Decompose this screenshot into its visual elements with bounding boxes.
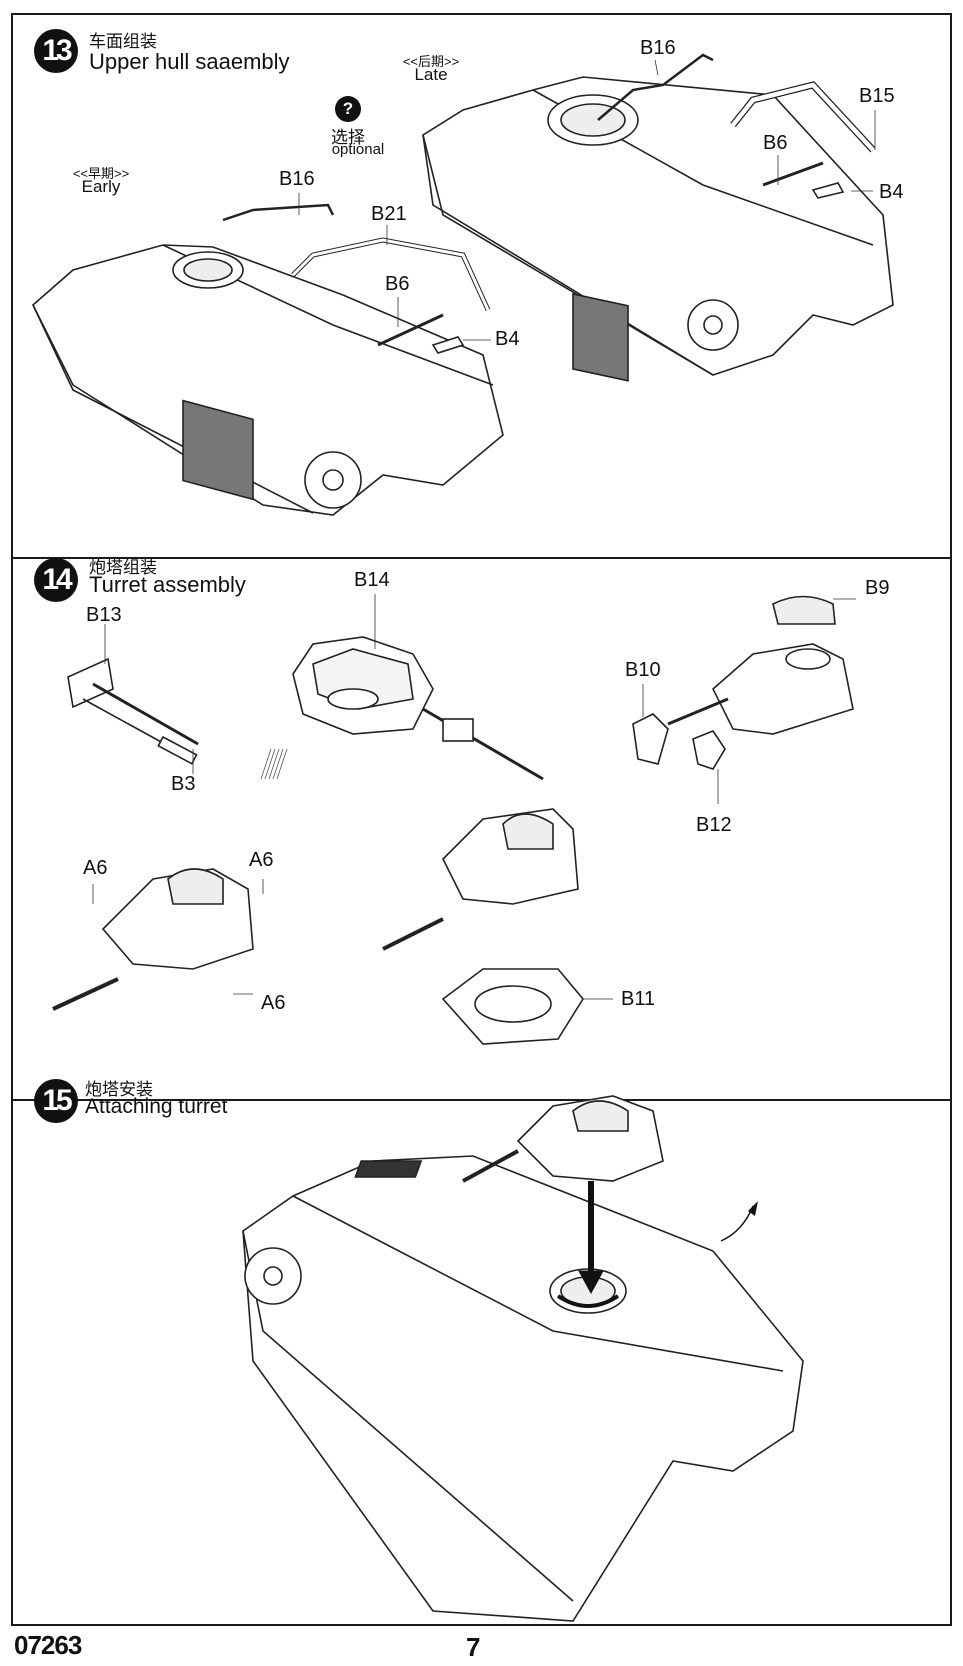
step-title-en: Attaching turret: [85, 1095, 228, 1118]
step-number-badge: 14: [34, 558, 78, 602]
part-label: B4: [495, 328, 520, 350]
part-label: B15: [859, 85, 895, 107]
part-label: B4: [879, 181, 904, 203]
step-15-panel: 15 炮塔安装 Attaching turret: [11, 1079, 952, 1626]
part-label: B9: [865, 577, 890, 599]
kit-code: 07263: [14, 1630, 82, 1660]
step-13-panel: 13 车面组装 Upper hull saaembly <<早期>> Early…: [11, 13, 952, 559]
step-number-badge: 13: [34, 29, 78, 73]
full-tank-drawing: [242, 1095, 804, 1622]
step-14-panel: 14 炮塔组装 Turret assembly B13 B3 B14 B9 B1…: [11, 557, 952, 1101]
part-label: B10: [625, 659, 661, 681]
part-label: A6: [249, 849, 274, 871]
turret-assembly-illustration: [52, 594, 856, 1045]
page-number: 7: [466, 1632, 481, 1662]
step-number-badge: 15: [34, 1079, 78, 1123]
leader-lines: [92, 594, 856, 1000]
turret-b11-drawing: [382, 808, 584, 1045]
rotate-arrow: [556, 1294, 620, 1308]
attaching-turret-illustration: [242, 1095, 804, 1622]
part-label: B6: [385, 273, 410, 295]
variant-early-en: Early: [81, 177, 121, 196]
late-tank-drawing: [422, 53, 894, 382]
part-label: B11: [621, 988, 656, 1010]
variant-early-cn: <<早期>>: [72, 166, 130, 181]
turret-a6-drawing: [52, 868, 254, 1011]
part-label: B13: [86, 604, 122, 626]
drop-arrow: [578, 1181, 604, 1295]
part-label: A6: [261, 992, 286, 1014]
hatch-marks: [260, 748, 288, 780]
part-label: B16: [279, 168, 315, 190]
step-title-en: Turret assembly: [89, 572, 246, 597]
step-title-en: Upper hull saaembly: [89, 49, 290, 74]
step-title-cn: 车面组装: [89, 32, 157, 51]
part-label: B21: [371, 203, 407, 225]
variant-late-cn: <<后期>>: [402, 54, 460, 69]
part-label: B14: [354, 569, 390, 591]
optional-label-cn: 选择: [331, 128, 365, 147]
part-label: B16: [640, 37, 676, 59]
part-label: B6: [763, 132, 788, 154]
part-label: B12: [696, 814, 732, 836]
early-tank-drawing: [32, 203, 504, 516]
turret-b9-b10-b12-drawing: [632, 595, 854, 770]
b14-drawing: [292, 636, 544, 781]
b13-b3-drawing: [67, 657, 199, 765]
upper-hull-illustration: [32, 53, 894, 516]
step-title-cn: 炮塔组装: [89, 558, 157, 577]
variant-late-en: Late: [414, 65, 448, 84]
optional-label-en: optional: [331, 141, 385, 158]
question-icon: ?: [335, 96, 361, 122]
part-label: B3: [171, 773, 196, 795]
step-title-cn: 炮塔安装: [85, 1080, 153, 1099]
curved-arrow: [720, 1205, 754, 1242]
part-label: A6: [83, 857, 108, 879]
